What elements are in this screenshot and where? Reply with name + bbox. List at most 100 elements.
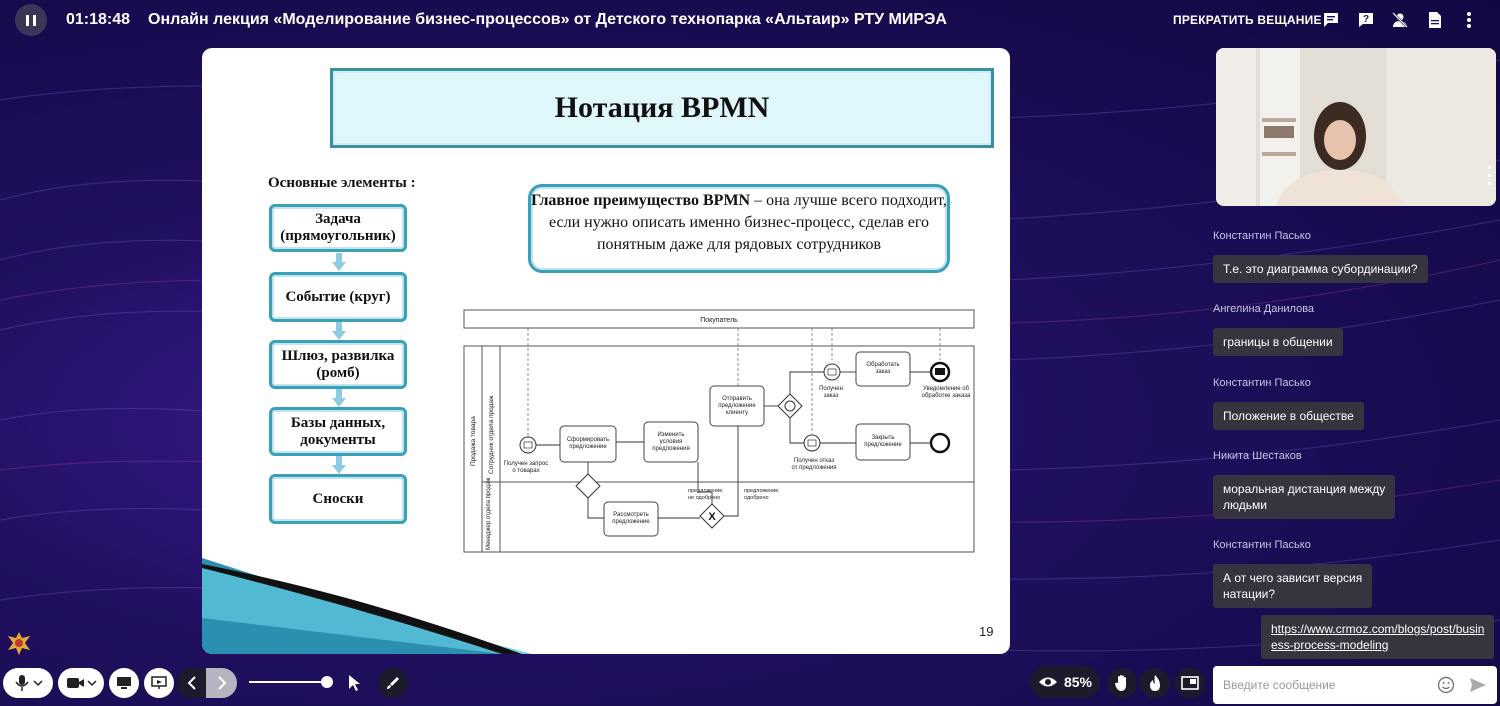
picture-in-picture-icon: [1181, 676, 1199, 690]
pause-button[interactable]: [15, 4, 47, 36]
element-line: (прямоугольник): [280, 228, 396, 244]
element-line: Базы данных,: [290, 414, 386, 431]
chat-link-line[interactable]: https://www.crmoz.com/blogs/post/busin: [1271, 622, 1485, 636]
element-line: документы: [300, 431, 376, 448]
speaker-video-frame: [1216, 48, 1496, 206]
brush-icon: [387, 677, 399, 689]
slide-progress-handle[interactable]: [321, 676, 333, 688]
svg-text:X: X: [708, 511, 716, 523]
slide-progress-track[interactable]: [249, 681, 329, 683]
chat-author: Константин Пасько: [1213, 230, 1311, 242]
chat-message-line: натации?: [1223, 587, 1276, 601]
arrow-down-icon: [332, 322, 346, 340]
broadcast-timer: 01:18:48: [66, 11, 131, 28]
advantage-bold: Главное преимущество BPMN: [531, 192, 751, 209]
element-box-data: Базы данных,документы: [269, 407, 407, 456]
chevron-right-icon: [217, 676, 226, 690]
fire-icon: [1150, 675, 1160, 691]
chevron-left-icon: [187, 676, 196, 690]
speaker-video[interactable]: [1216, 48, 1496, 206]
chat-author: Ангелина Данилова: [1213, 303, 1315, 315]
camera-button[interactable]: [58, 668, 104, 698]
pause-icon: [26, 14, 29, 26]
elements-heading: Основные элементы :: [268, 175, 416, 191]
element-box-event: Событие (круг): [269, 272, 407, 322]
event-title: Онлайн лекция «Моделирование бизнес-проц…: [148, 11, 947, 28]
element-box-gateway: Шлюз, развилка(ромб): [269, 340, 407, 389]
arrow-down-icon: [332, 253, 346, 271]
eye-icon: [1038, 677, 1057, 687]
element-line: Шлюз, развилка: [281, 347, 395, 364]
microphone-icon: [15, 675, 43, 691]
chat-icon[interactable]: [1321, 10, 1341, 30]
slide-title: Нотация BPMN: [330, 68, 994, 148]
previous-slide-button[interactable]: [177, 668, 206, 698]
eagle-emblem-icon: [4, 628, 34, 663]
element-line: Сноски: [312, 490, 364, 507]
chat-message: Положение в обществе: [1213, 402, 1364, 430]
chat-author: Константин Пасько: [1213, 539, 1311, 551]
lane-manager-label: Менеджер отдела продаж: [486, 478, 492, 550]
stop-broadcast-button[interactable]: ПРЕКРАТИТЬ ВЕЩАНИЕ: [1173, 13, 1322, 27]
chat-message: границы в общении: [1213, 328, 1343, 356]
chat-message-line: моральная дистанция между: [1223, 482, 1386, 496]
viewer-count-value: 85%: [1063, 674, 1093, 690]
chat-author: Никита Шестаков: [1213, 450, 1302, 462]
send-icon[interactable]: [1469, 677, 1487, 698]
element-line: Задача: [315, 211, 361, 227]
advantage-callout: Главное преимущество BPMN – она лучше вс…: [528, 184, 950, 273]
question-icon[interactable]: ?: [1356, 10, 1376, 30]
raise-hand-button[interactable]: [1107, 668, 1137, 698]
chat-author: Константин Пасько: [1213, 377, 1311, 389]
advantage-text: – она лучше всего подходит, если нужно о…: [548, 192, 947, 253]
microphone-button[interactable]: [3, 668, 53, 698]
chat-message: А от чего зависит версия натации?: [1213, 564, 1373, 608]
pool-buyer-label: Покупатель: [700, 317, 738, 324]
presentation-slide: Нотация BPMN Основные элементы : Задача(…: [202, 48, 1010, 654]
next-slide-button[interactable]: [206, 668, 237, 698]
camera-icon: [67, 678, 97, 688]
reaction-button[interactable]: [1140, 668, 1170, 698]
presentation-button[interactable]: [144, 668, 174, 698]
lane-sales-label: Сотрудник отдела продаж: [488, 395, 495, 474]
screen-share-button[interactable]: [109, 668, 139, 698]
element-line: Событие (круг): [285, 288, 391, 305]
chat-message: моральная дистанция между людьми: [1213, 475, 1396, 519]
user-off-icon[interactable]: [1390, 10, 1410, 30]
more-icon[interactable]: [1459, 10, 1479, 30]
arrow-down-icon: [332, 389, 346, 407]
element-box-notes: Сноски: [269, 474, 407, 524]
chat-link-line[interactable]: ess-process-modeling: [1271, 638, 1389, 652]
element-box-task: Задача(прямоугольник): [269, 204, 407, 252]
chat-message: Т.е. это диаграмма субординации?: [1213, 255, 1428, 283]
monitor-icon: [117, 677, 131, 689]
emoji-icon[interactable]: [1437, 676, 1455, 699]
chat-link-message[interactable]: https://www.crmoz.com/blogs/post/busin e…: [1261, 615, 1495, 659]
top-bar: 01:18:48 Онлайн лекция «Моделирование би…: [0, 0, 1500, 40]
document-icon[interactable]: [1425, 10, 1445, 30]
svg-text:?: ?: [1363, 14, 1369, 25]
element-line: (ромб): [316, 364, 360, 381]
pointer-icon[interactable]: [347, 674, 361, 697]
bpmn-diagram: Покупатель Продажа товара Сотрудник отде…: [463, 309, 975, 553]
viewer-count: 85%: [1030, 666, 1100, 698]
draw-tool-button[interactable]: [378, 668, 408, 698]
layout-button[interactable]: [1175, 668, 1205, 698]
hand-icon: [1115, 675, 1126, 691]
lane-pool-label: Продажа товара: [470, 416, 477, 466]
chat-message-input[interactable]: [1213, 666, 1497, 704]
slide-nav-group: [177, 668, 237, 698]
slide-page-number: 19: [979, 624, 994, 639]
